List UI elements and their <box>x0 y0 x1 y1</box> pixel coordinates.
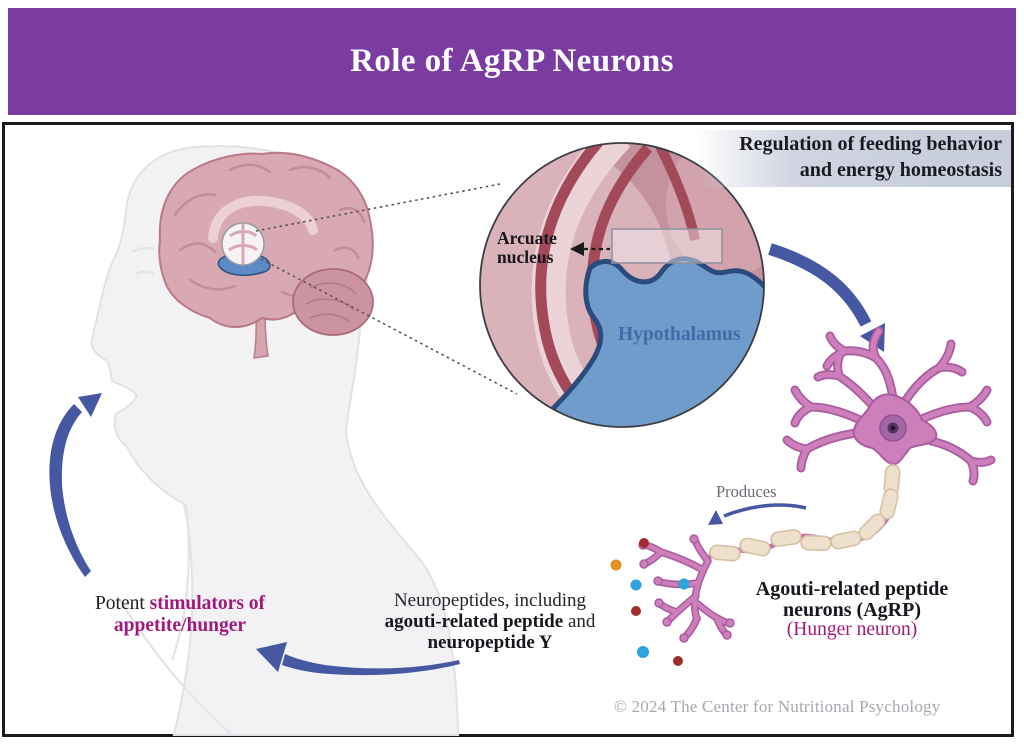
agrp-neuron-label: Agouti-related peptide neurons (AgRP) (H… <box>736 579 968 641</box>
copyright-notice: © 2024 The Center for Nutritional Psycho… <box>614 697 941 716</box>
page-title: Role of AgRP Neurons <box>350 43 674 79</box>
banner-line1: Regulation of feeding behavior <box>739 133 1002 155</box>
produces-label: Produces <box>716 482 777 501</box>
neuropeptides-label: Neuropeptides, including agouti-related … <box>384 590 596 653</box>
banner-line2: and energy homeostasis <box>799 158 1002 181</box>
appetite-stimulators-label: Potent stimulators of appetite/hunger <box>94 593 266 636</box>
hypothalamus-label: Hypothalamus <box>618 324 741 345</box>
arcuate-nucleus-label: Arcuate nucleus <box>497 228 557 267</box>
agrp-name-line2: neurons (AgRP) <box>783 598 921 621</box>
banner-regulation: Regulation of feeding behavior and energ… <box>696 130 1011 187</box>
title-bar: Role of AgRP Neurons <box>8 8 1016 115</box>
hunger-neuron-label: (Hunger neuron) <box>786 619 918 640</box>
agrp-name-line1: Agouti-related peptide <box>755 578 949 600</box>
